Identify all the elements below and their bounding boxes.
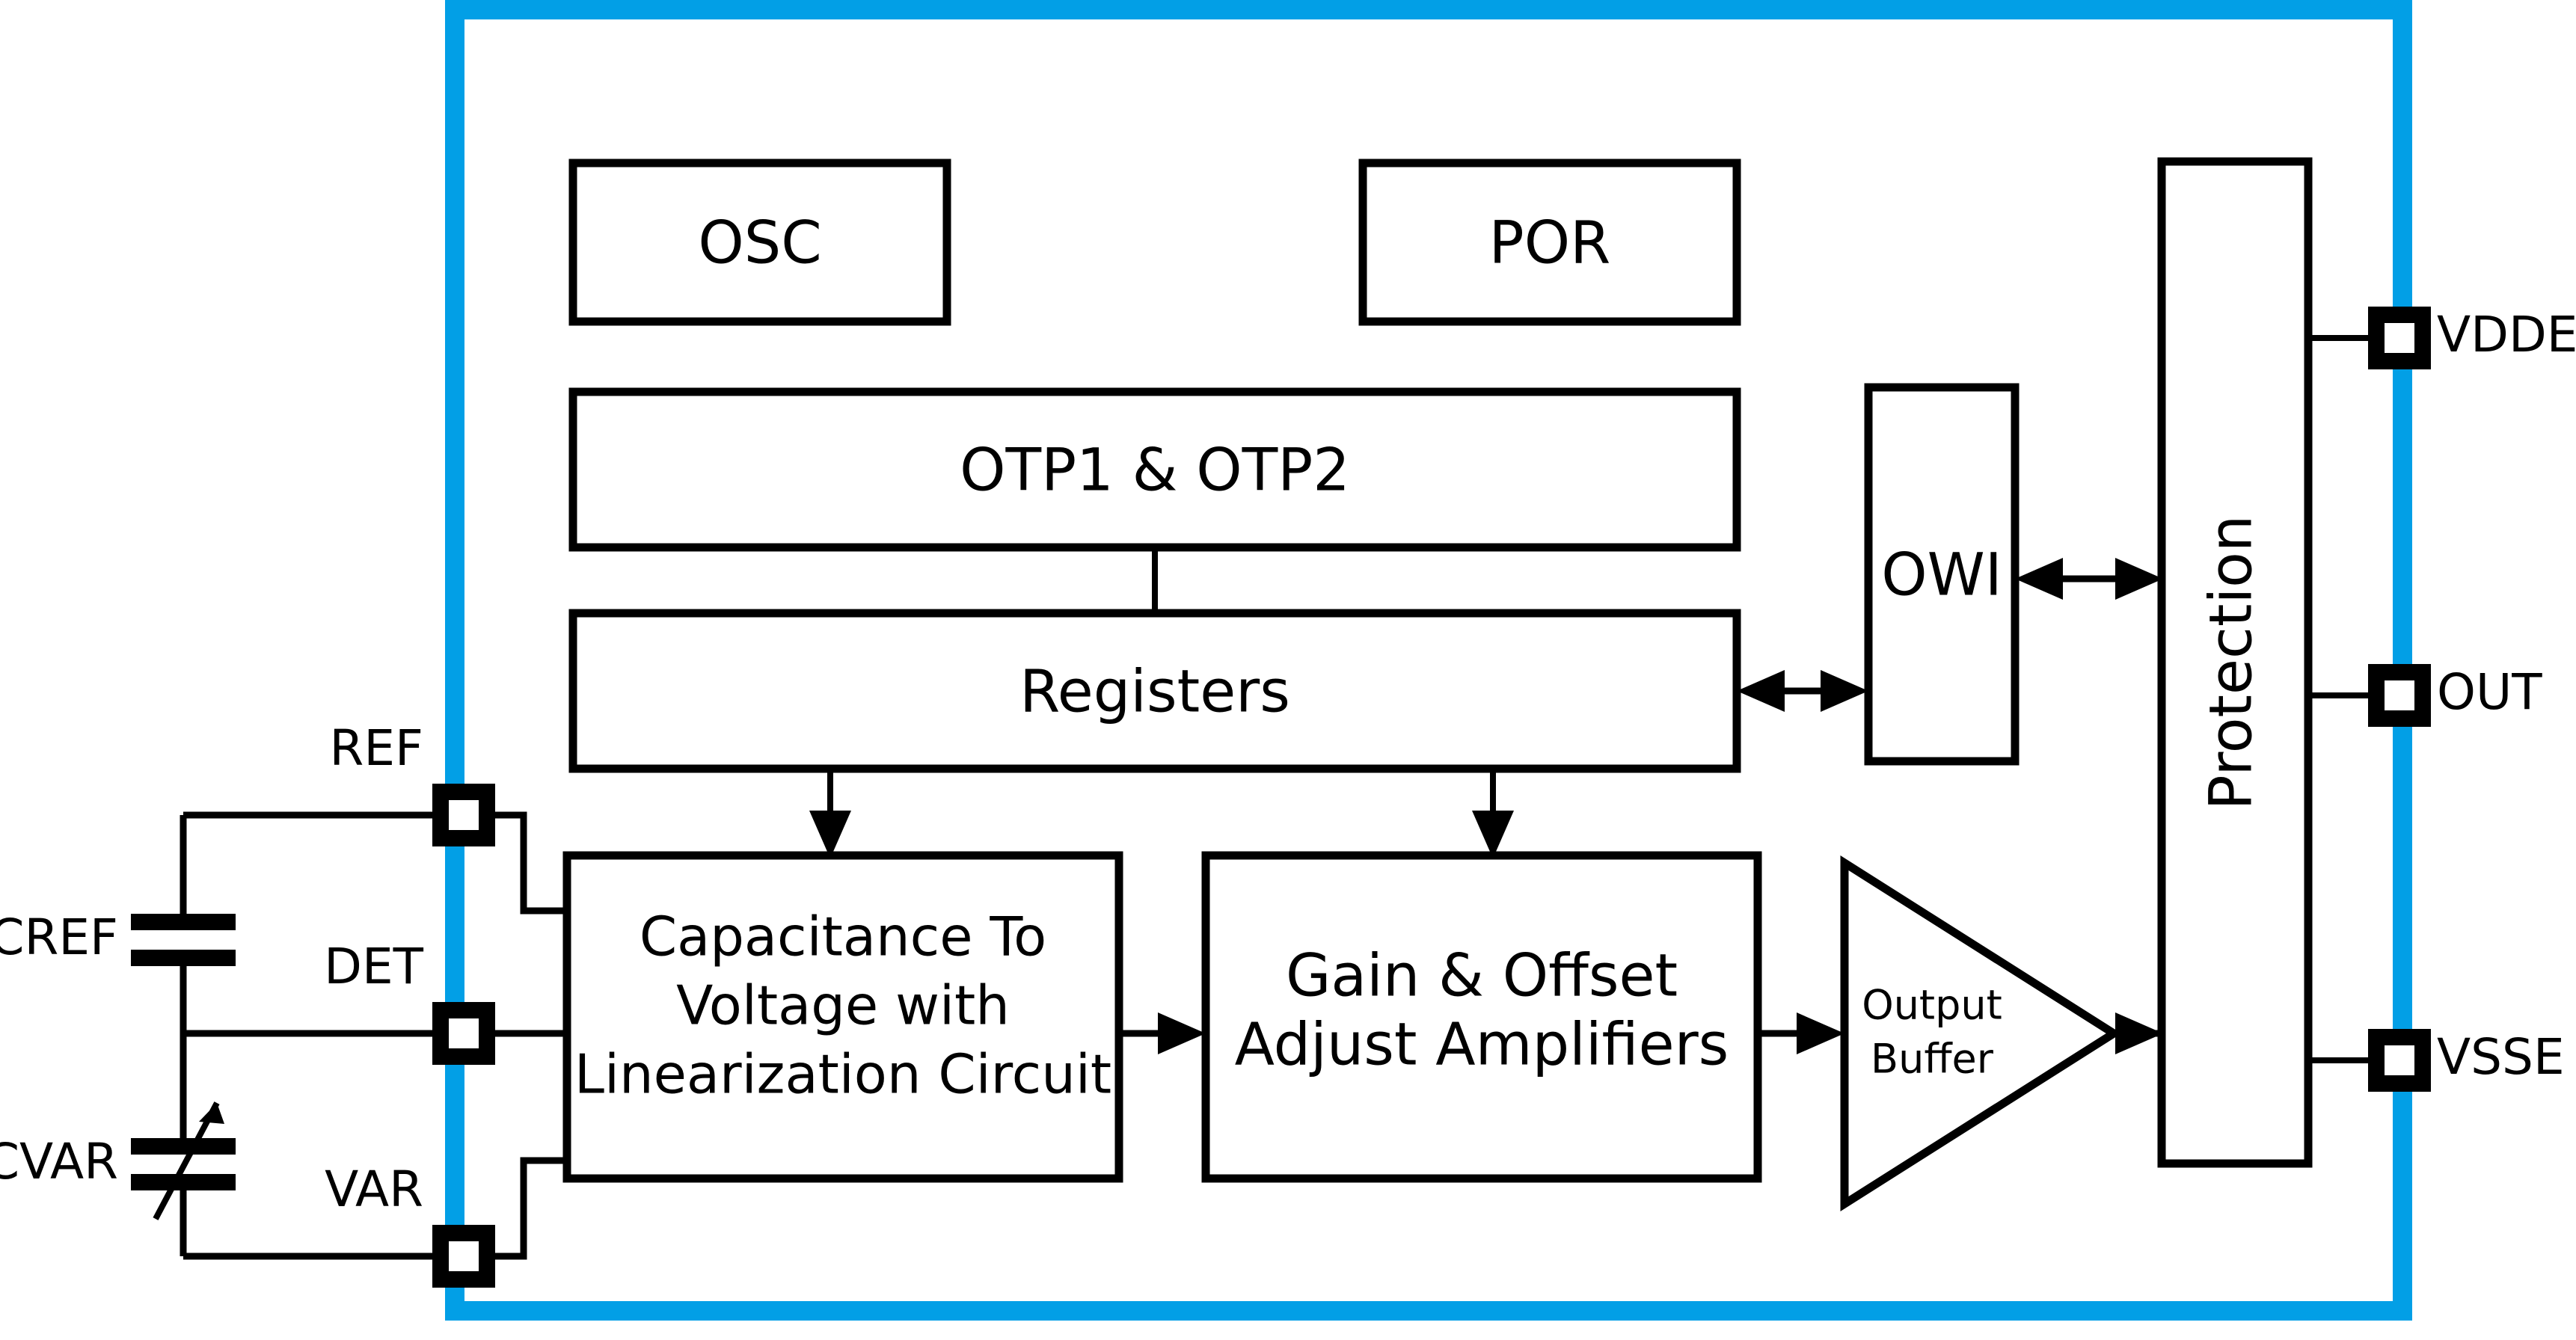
block-osc[interactable] (568, 159, 951, 326)
block-c2v-label-line2: Voltage with (676, 974, 1010, 1037)
block-c2v-label-line1: Capacitance To (640, 906, 1046, 968)
arrow-registers-owi-left-head (1737, 670, 1785, 712)
wire-var-to-c2v (495, 1157, 567, 1260)
block-protection[interactable] (2157, 157, 2313, 1168)
pin-label-vdde: VDDE (2437, 306, 2576, 363)
block-por[interactable] (1358, 159, 1741, 326)
block-gain-label-line2: Adjust Amplifiers (1235, 1011, 1729, 1078)
arrow-registers-owi-right-head (1821, 670, 1868, 712)
arrow-registers-to-c2v-head (809, 811, 851, 858)
arrow-owi-protection-left-head (2015, 558, 2063, 600)
block-owi-label: OWI (1881, 541, 2002, 609)
pin-label-det: DET (324, 938, 424, 995)
block-por-label: POR (1489, 209, 1611, 277)
arrow-gain-to-buffer-head (1797, 1012, 1844, 1054)
block-buffer-label-line1: Output (1862, 982, 2002, 1029)
arrow-buffer-to-protection-head (2115, 1012, 2163, 1054)
cvar-label: CVAR (0, 1133, 118, 1190)
pin-var-square-inner (449, 1241, 479, 1271)
pin-vsse-square-inner (2385, 1045, 2414, 1075)
arrow-c2v-to-gain-head (1158, 1012, 1206, 1054)
block-capacitance-to-voltage[interactable] (562, 851, 1123, 1183)
cref-plate-bottom (131, 950, 236, 966)
block-buffer-label-line2: Buffer (1871, 1036, 1994, 1083)
pin-det-square-inner (449, 1018, 479, 1048)
cref-plate-top (131, 914, 236, 930)
cvar-plate-top (131, 1138, 236, 1155)
block-osc-label: OSC (698, 209, 821, 277)
arrow-registers-to-gain-head (1472, 811, 1514, 858)
pin-label-out: OUT (2437, 663, 2542, 721)
block-owi[interactable] (1864, 383, 2020, 766)
block-c2v-label-line3: Linearization Circuit (574, 1043, 1111, 1106)
pin-out-square-inner (2385, 680, 2414, 710)
pin-vdde-square-inner (2385, 323, 2414, 353)
block-gain-label-line1: Gain & Offset (1286, 942, 1678, 1009)
block-protection-label: Protection (2198, 515, 2265, 811)
pin-label-vsse: VSSE (2437, 1028, 2565, 1086)
block-otp[interactable] (568, 387, 1741, 552)
cref-label: CREF (0, 909, 118, 966)
wire-ref-to-c2v (495, 811, 567, 915)
chip-boundary-frame (445, 0, 2412, 1321)
pin-ref-square-inner (449, 800, 479, 830)
arrow-owi-protection-right-head (2115, 558, 2163, 600)
block-registers-label: Registers (1019, 658, 1290, 725)
cvar-variable-arrow-head (199, 1103, 224, 1124)
cvar-plate-bottom (131, 1174, 236, 1190)
pin-label-ref: REF (329, 719, 423, 777)
block-otp-label: OTP1 & OTP2 (960, 437, 1350, 504)
block-gain-offset-amplifiers[interactable] (1201, 851, 1762, 1183)
block-registers[interactable] (568, 609, 1741, 773)
pin-label-var: VAR (325, 1161, 423, 1218)
block-output-buffer[interactable] (1840, 855, 2122, 1211)
